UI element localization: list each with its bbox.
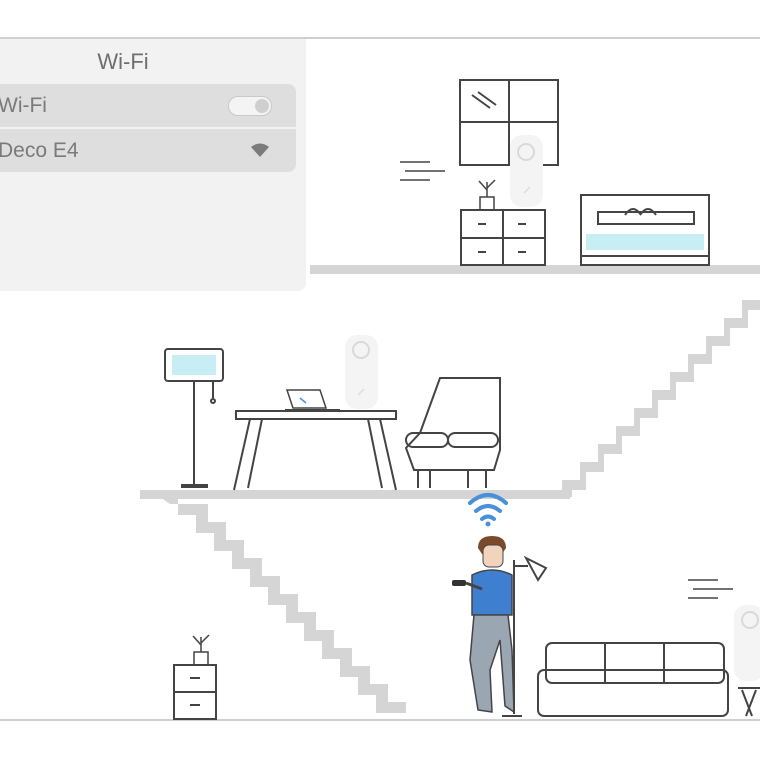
plant-icon [478,179,496,211]
standing-lamp-icon [502,555,548,717]
toggle-knob [255,99,269,113]
deco-router-icon [734,605,760,681]
floor-middle [140,490,570,499]
wifi-toggle-switch[interactable] [228,96,272,116]
network-name: Deco E4 [0,138,79,162]
stairs-right [562,300,760,497]
nightstand-icon [460,209,546,266]
deco-router-icon [345,335,378,409]
sofa-icon [537,642,729,717]
nightstand-icon [173,664,217,720]
deco-router-icon [510,135,543,207]
bed-icon [580,194,710,266]
floor-top [310,265,760,274]
stairs-left [160,497,406,713]
armchair-icon [404,377,501,488]
wifi-toggle-label: Wi-Fi [0,93,47,117]
table-icon [233,410,397,491]
plant-icon [192,634,210,666]
wifi-toggle-row[interactable]: Wi-Fi [0,84,296,127]
wifi-signal-icon [468,493,508,527]
window-icon [459,79,559,166]
floor-lamp-icon [164,348,224,488]
person-with-phone-icon [452,536,515,714]
wifi-settings-panel: Wi-Fi Wi-Fi Deco E4 [0,39,306,291]
laptop-icon [285,389,340,411]
panel-title: Wi-Fi [97,49,149,74]
network-list-item[interactable]: Deco E4 [0,129,296,172]
wifi-signal-icon [251,143,269,157]
